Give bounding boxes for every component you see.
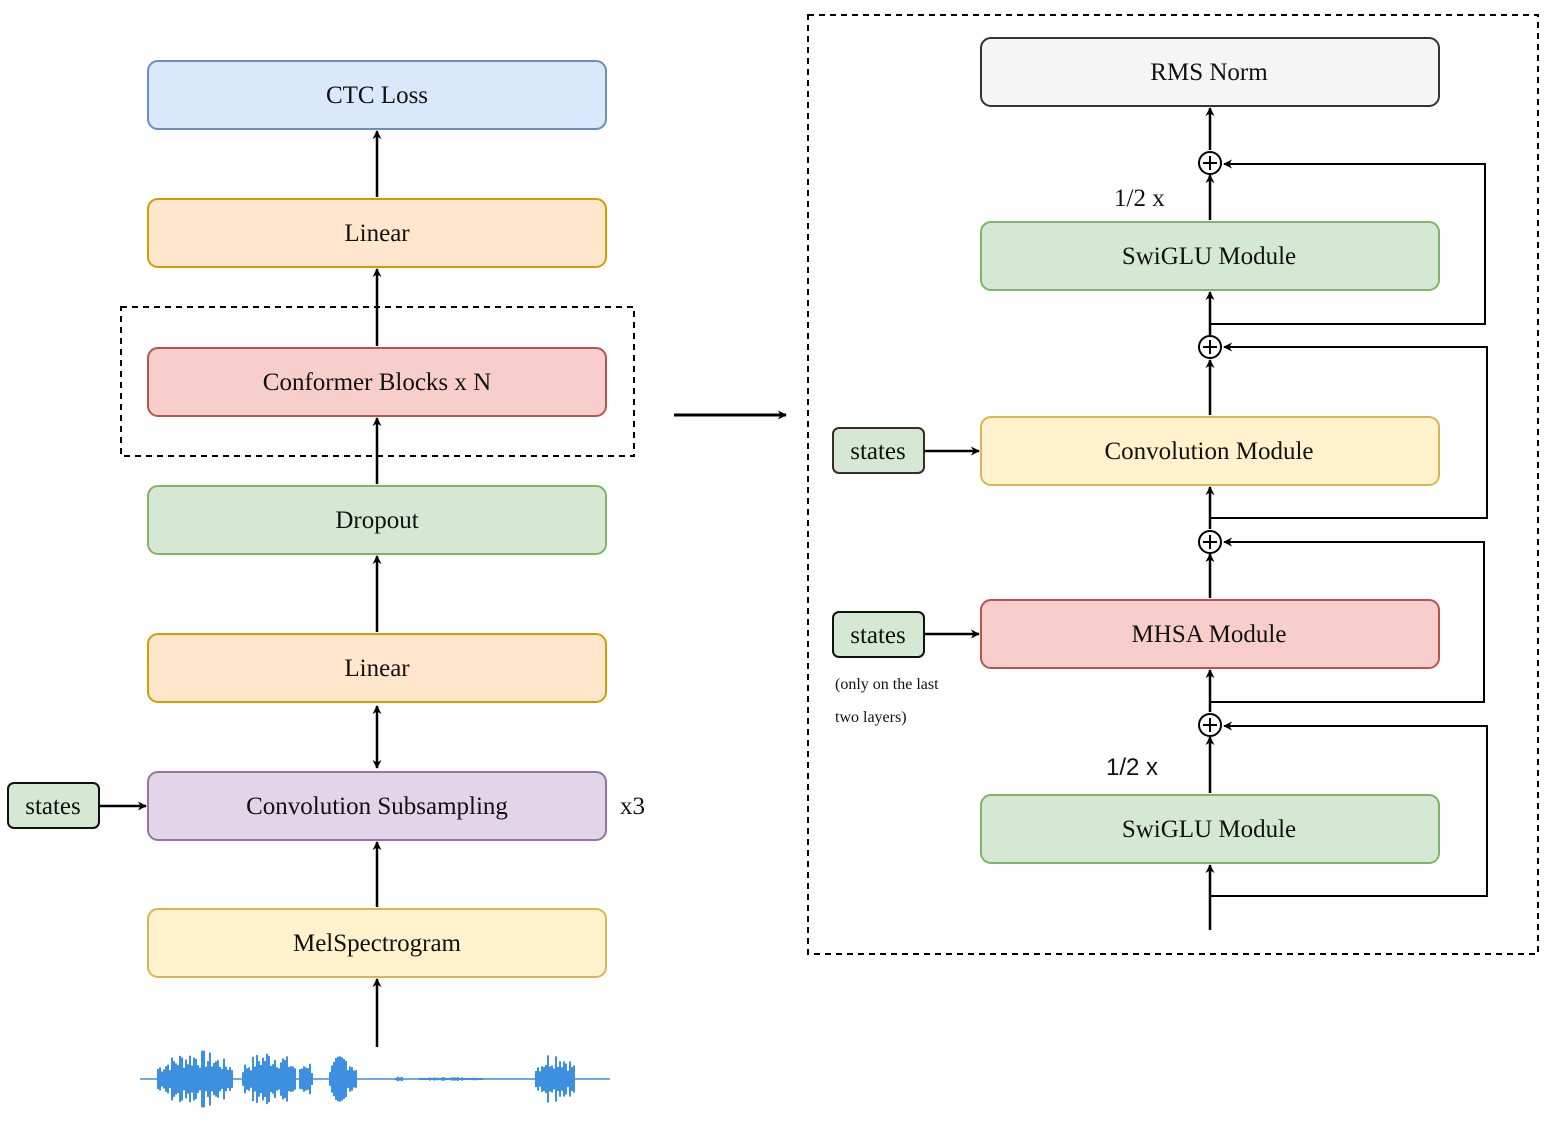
conformer-block-detail-border <box>807 14 1539 955</box>
residual-loop-1 <box>1210 721 1488 897</box>
half-scale-top-label: 1/2 x <box>1114 185 1165 212</box>
states-conv-label: states <box>850 438 906 465</box>
melspectrogram-label: MelSpectrogram <box>293 930 462 957</box>
rms-norm-label: RMS Norm <box>1150 59 1268 86</box>
states-input-mhsa: states <box>832 611 925 658</box>
convolution-module-label: Convolution Module <box>1104 438 1313 465</box>
rms-norm-block: RMS Norm <box>980 37 1440 107</box>
states-input-left: states <box>7 782 100 829</box>
swiglu-bottom-label: SwiGLU Module <box>1122 816 1296 843</box>
add-node-2-icon <box>1198 530 1222 554</box>
swiglu-top-block: SwiGLU Module <box>980 221 1440 291</box>
residual-loop-3 <box>1210 342 1488 519</box>
linear-bottom-label: Linear <box>344 655 410 682</box>
add-node-3-icon <box>1198 335 1222 359</box>
swiglu-bottom-block: SwiGLU Module <box>980 794 1440 864</box>
states-input-conv: states <box>832 427 925 474</box>
convolution-module-block: Convolution Module <box>980 416 1440 486</box>
dropout-label: Dropout <box>335 507 418 534</box>
dropout-block: Dropout <box>147 485 607 555</box>
states-note-line2: two layers) <box>835 709 907 726</box>
linear-bottom-block: Linear <box>147 633 607 703</box>
ctc-loss-block: CTC Loss <box>147 60 607 130</box>
linear-top-block: Linear <box>147 198 607 268</box>
states-note-line1: (only on the last <box>835 676 939 693</box>
conv-subsampling-label: Convolution Subsampling <box>246 793 508 820</box>
mhsa-module-block: MHSA Module <box>980 599 1440 669</box>
swiglu-top-label: SwiGLU Module <box>1122 243 1296 270</box>
conformer-blocks-block: Conformer Blocks x N <box>147 347 607 417</box>
states-left-label: states <box>25 793 81 820</box>
conv-subsampling-block: Convolution Subsampling <box>147 771 607 841</box>
residual-loop-4 <box>1210 159 1486 325</box>
add-node-4-icon <box>1198 151 1222 175</box>
half-scale-bottom-label: 1/2 x <box>1106 754 1158 781</box>
melspectrogram-block: MelSpectrogram <box>147 908 607 978</box>
ctc-loss-label: CTC Loss <box>326 82 428 109</box>
repeat-x3-label: x3 <box>620 793 645 820</box>
conformer-blocks-label: Conformer Blocks x N <box>263 369 491 396</box>
states-mhsa-label: states <box>850 622 906 649</box>
linear-top-label: Linear <box>344 220 410 247</box>
add-node-1-icon <box>1198 713 1222 737</box>
audio-waveform-icon <box>140 1050 610 1108</box>
mhsa-module-label: MHSA Module <box>1132 621 1287 648</box>
residual-loop-2 <box>1210 537 1485 703</box>
